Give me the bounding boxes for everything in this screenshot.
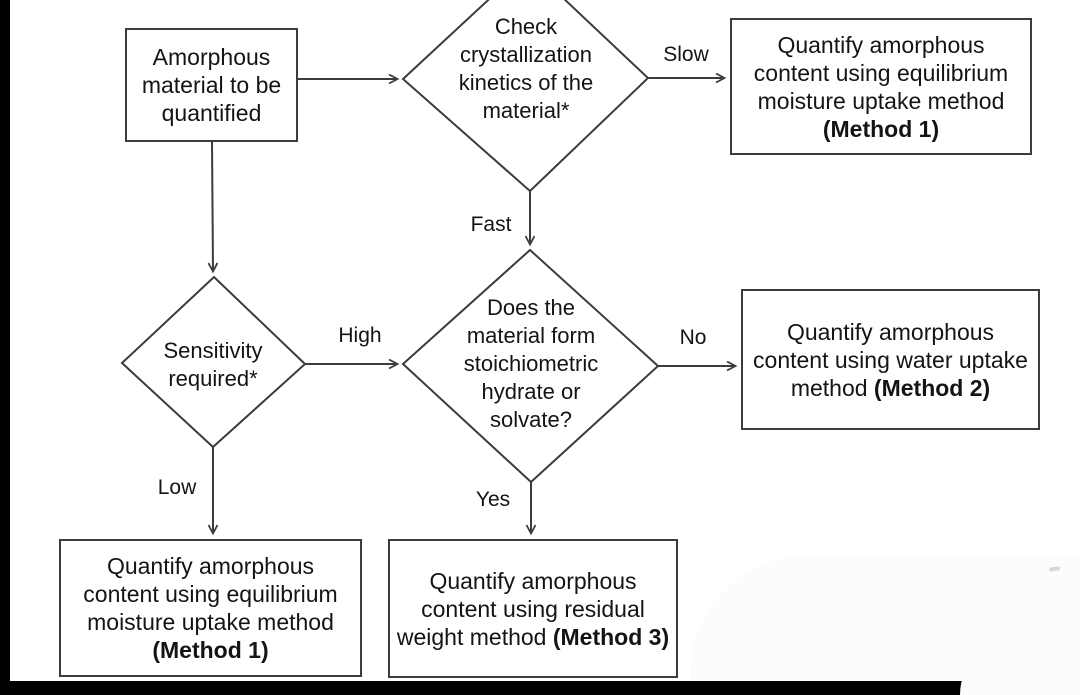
node-method1-top-text: Quantify amorphous content using equilib… xyxy=(753,31,1009,114)
node-method2: Quantify amorphous content using water u… xyxy=(741,289,1040,430)
decision-sensitivity-shape xyxy=(120,275,307,449)
node-method2-text: Quantify amorphous content using water u… xyxy=(753,318,1028,401)
edge-label-low: Low xyxy=(157,476,197,499)
bottom-frame-bar xyxy=(0,681,1046,695)
node-method1-top: Quantify amorphous content using equilib… xyxy=(730,18,1032,155)
node-method1-bottom-method: (Method 1) xyxy=(152,637,269,663)
node-method3-method: (Method 3) xyxy=(552,623,670,650)
node-method3-text: Quantify amorphous content using residua… xyxy=(396,567,645,650)
edge-label-fast: Fast xyxy=(470,213,512,236)
node-method1-top-method: (Method 1) xyxy=(822,115,940,142)
node-method1-bottom-text: Quantify amorphous content using equilib… xyxy=(83,553,338,635)
arrow-start-to-sensitivity xyxy=(212,141,213,271)
node-start-line: Amorphous xyxy=(152,44,271,70)
node-method3: Quantify amorphous content using residua… xyxy=(388,539,678,678)
edge-label-no: No xyxy=(679,326,707,349)
left-frame-bar xyxy=(0,0,10,695)
node-start-line: material to be xyxy=(141,72,282,98)
decision-kinetics-shape xyxy=(401,0,650,193)
node-start-line: quantified xyxy=(161,100,262,126)
edge-label-high: High xyxy=(338,324,382,347)
node-method1-bottom: Quantify amorphous content using equilib… xyxy=(59,539,362,677)
edge-label-slow: Slow xyxy=(663,43,709,66)
node-start: Amorphous material to be quantified xyxy=(125,28,298,142)
edge-label-yes: Yes xyxy=(475,488,511,511)
decision-hydrate-shape xyxy=(401,248,660,484)
node-method2-method: (Method 2) xyxy=(873,374,991,401)
